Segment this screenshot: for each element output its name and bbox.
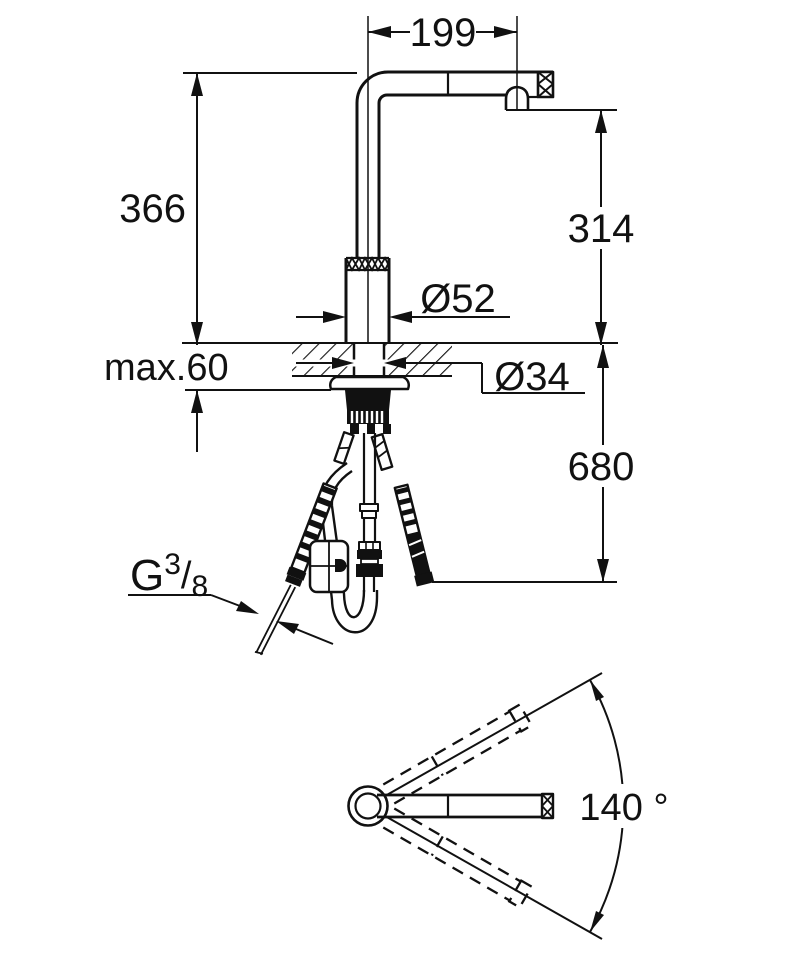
right-hose-upper-connector [370, 432, 394, 472]
dim-label-680: 680 [568, 445, 635, 489]
thread-slash: / [181, 555, 192, 597]
spout-inner-edge [377, 93, 506, 258]
undercounter-assembly [254, 375, 435, 656]
aerator-box-topview [540, 792, 555, 820]
dim-hose-length: 680 [432, 345, 635, 583]
base-seal-flange [328, 375, 411, 391]
swivel-upper-limit-line [384, 672, 603, 797]
aerator-topview-crosshatch-icon [541, 793, 554, 819]
thread-numerator: 3 [164, 548, 181, 581]
thread-label-text: G3/8 [130, 548, 208, 603]
dim-label-dia52: Ø52 [420, 277, 496, 321]
dim-spout-reach: 199 [368, 11, 517, 55]
left-hose-upper-connector [333, 431, 355, 465]
dim-counter-thickness: max.60 [104, 347, 331, 452]
dim-label-max60: max.60 [104, 347, 229, 389]
left-supply-hose [285, 482, 338, 587]
swivel-lower-limit-line [384, 815, 603, 940]
aerator-box [536, 70, 555, 99]
swivel-position-upper-dashed [382, 703, 534, 805]
base-circle-inner [354, 792, 382, 820]
aerator-crosshatch-icon [537, 71, 554, 98]
hose-weight [308, 539, 350, 594]
left-hose-tail [254, 584, 297, 656]
dim-spout-clearance: 314 [506, 109, 635, 345]
thread-denominator: 8 [191, 570, 208, 603]
swivel-top-view: 140 ° [347, 672, 671, 940]
dim-label-140deg: 140 ° [579, 787, 668, 829]
swivel-position-lower-dashed [382, 807, 534, 909]
right-supply-hose [393, 483, 435, 587]
dim-label-199: 199 [410, 11, 477, 55]
thread-size-label: G3/8 [128, 548, 334, 645]
pullout-hose-inner [330, 470, 366, 619]
center-connection-pipe [356, 433, 383, 592]
pullout-hose-outer [319, 462, 379, 634]
dim-spout-height: 366 [119, 72, 357, 345]
faucet-side-view [344, 16, 555, 343]
dim-label-366: 366 [119, 187, 186, 231]
countertop-section [182, 342, 618, 377]
dim-body-diameter: Ø52 [296, 277, 510, 323]
mounting-nut [345, 390, 391, 434]
dim-hole-diameter: Ø34 [294, 355, 585, 399]
spout-outer-edge [355, 70, 553, 258]
weight-latch-mark [335, 559, 347, 572]
dim-label-dia34: Ø34 [494, 355, 570, 399]
thread-letter: G [130, 551, 164, 600]
dim-label-314: 314 [568, 207, 635, 251]
